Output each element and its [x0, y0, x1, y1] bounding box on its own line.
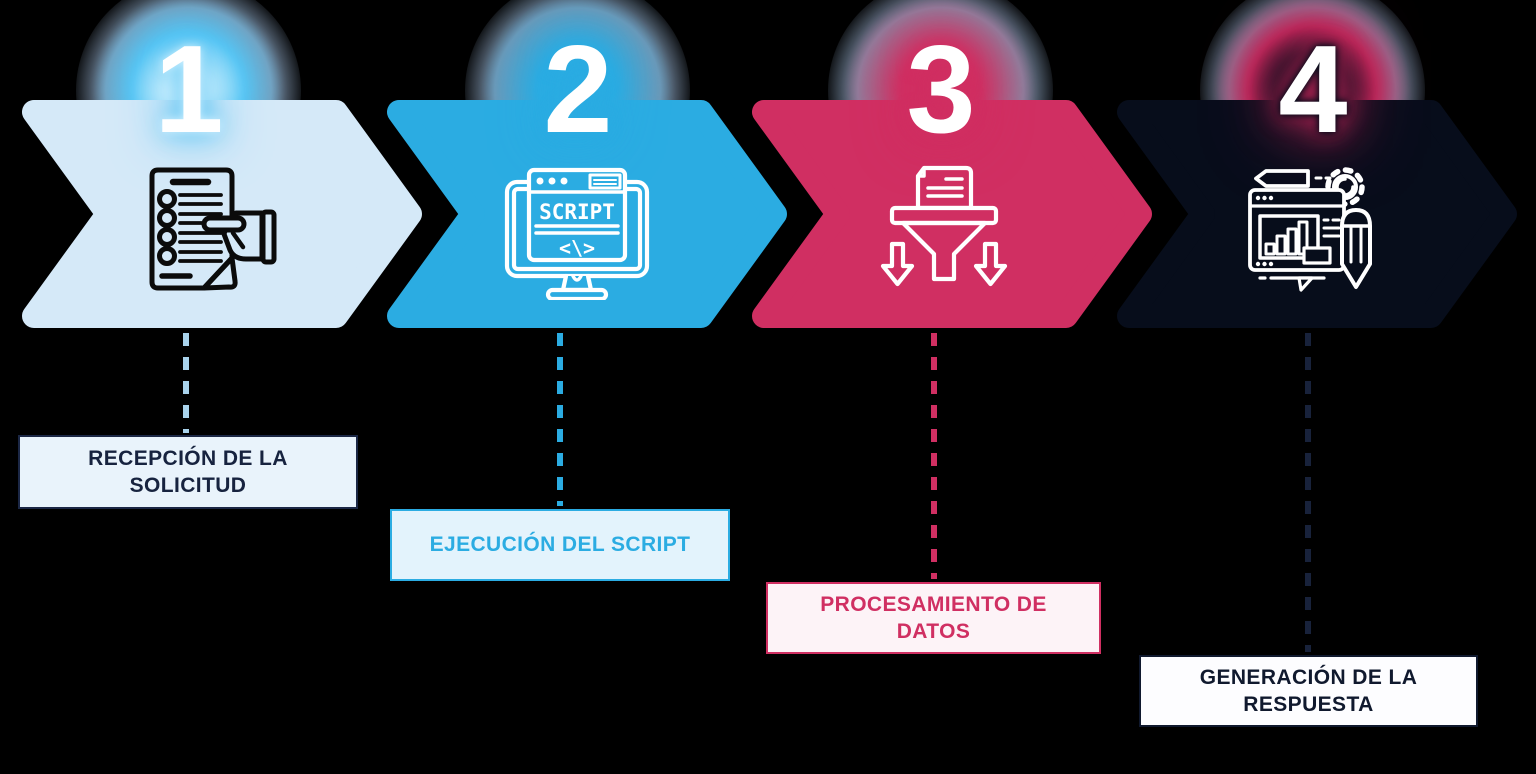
code-label: <\>: [559, 236, 595, 260]
checklist-hand-icon: [149, 167, 277, 291]
script-monitor-icon: SCRIPT <\>: [504, 167, 650, 300]
step-4-number: 4: [1278, 21, 1348, 159]
step-2-connector: [557, 333, 563, 506]
step-3-connector: [931, 333, 937, 579]
step-3-number: 3: [906, 21, 976, 159]
step-1-number: 1: [154, 21, 224, 159]
step-1-connector: [183, 333, 189, 433]
step-2-label: EJECUCIÓN DEL SCRIPT: [390, 509, 730, 581]
step-4-label: GENERACIÓN DE LA RESPUESTA: [1139, 655, 1478, 727]
step-1-label: RECEPCIÓN DE LA SOLICITUD: [18, 435, 358, 509]
step-4-connector: [1305, 333, 1311, 652]
step-3-label: PROCESAMIENTO DE DATOS: [766, 582, 1101, 654]
step-2-number: 2: [543, 21, 613, 159]
script-label: SCRIPT: [539, 200, 615, 224]
report-gear-pencil-icon: [1248, 167, 1372, 292]
funnel-document-icon: [880, 165, 1008, 287]
